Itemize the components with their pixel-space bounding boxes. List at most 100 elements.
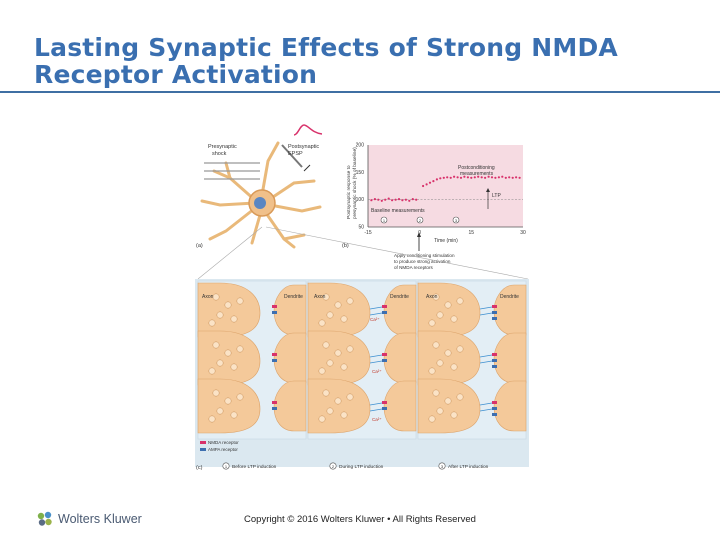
transmitter-flow xyxy=(479,312,493,316)
data-point xyxy=(432,180,435,183)
vesicle xyxy=(208,367,216,375)
vesicle xyxy=(346,297,354,305)
nmda-receptor xyxy=(492,401,497,404)
publisher-logo: Wolters Kluwer xyxy=(36,510,142,528)
data-point xyxy=(477,175,480,178)
vesicle xyxy=(230,315,238,323)
vesicle xyxy=(346,345,354,353)
nmda-receptor xyxy=(382,305,387,308)
transmitter-flow xyxy=(479,408,493,412)
vesicle xyxy=(436,311,444,319)
wolters-kluwer-logo-icon xyxy=(37,511,52,526)
x-tick-label: 15 xyxy=(469,230,475,236)
ampa-receptor-extra xyxy=(492,317,497,320)
vesicle xyxy=(230,363,238,371)
vesicle xyxy=(444,397,452,405)
vesicle xyxy=(436,407,444,415)
vesicle xyxy=(334,301,342,309)
ampa-receptor-extra xyxy=(492,365,497,368)
data-point xyxy=(397,198,401,201)
data-points xyxy=(370,175,521,202)
panel-a-neuron: Presynaptic shock Postsynaptic EPSP (a) xyxy=(196,124,330,249)
marker-3: 3 xyxy=(455,218,458,223)
copyright-notice: Copyright © 2016 Wolters Kluwer • All Ri… xyxy=(244,514,476,525)
vesicle xyxy=(340,315,348,323)
data-point xyxy=(391,199,394,202)
x-tick-label: 30 xyxy=(520,230,526,236)
calcium-ion-label-3: Ca²⁺ xyxy=(372,417,382,422)
data-point xyxy=(504,176,507,179)
ampa-receptor-extra xyxy=(492,413,497,416)
x-axis-label: Time (min) xyxy=(434,238,458,244)
step-1-number: 1 xyxy=(225,464,228,469)
vesicle xyxy=(428,415,436,423)
axon-label: Axon xyxy=(202,294,214,300)
data-point xyxy=(428,181,432,184)
data-point xyxy=(501,175,504,178)
y-tick-label: 150 xyxy=(356,170,365,176)
transmitter-flow xyxy=(369,360,383,364)
vesicle xyxy=(236,393,244,401)
y-tick-label: 200 xyxy=(356,143,365,149)
step-3-label: After LTP induction xyxy=(448,464,489,470)
nmda-receptor xyxy=(272,305,277,308)
nmda-receptor xyxy=(492,305,497,308)
data-point xyxy=(494,176,497,179)
data-point xyxy=(384,198,387,201)
step-3-number: 3 xyxy=(441,464,444,469)
vesicle xyxy=(326,359,334,367)
vesicle xyxy=(216,407,224,415)
y-tick-labels: 200 150 100 50 xyxy=(356,143,365,231)
ltp-figure: Presynaptic shock Postsynaptic EPSP (a) … xyxy=(190,123,532,473)
apply-stimulation-label-2: to produce strong activation xyxy=(394,259,451,264)
vesicle xyxy=(334,349,342,357)
vesicle xyxy=(216,311,224,319)
data-point xyxy=(484,176,487,179)
legend-ampa: AMPA receptor xyxy=(208,447,238,452)
apply-stimulation-label-3: of NMDA receptors xyxy=(394,265,434,270)
vesicle xyxy=(436,359,444,367)
data-point xyxy=(411,198,414,201)
vesicle xyxy=(322,389,330,397)
axon-label-2: Axon xyxy=(314,294,326,300)
vesicle xyxy=(444,301,452,309)
nucleus xyxy=(254,197,266,209)
title-divider xyxy=(0,91,720,93)
data-point xyxy=(497,176,500,179)
panel-b-chart: 200 150 100 50 -15 0 15 30 Postsynaptic … xyxy=(342,143,526,271)
vesicle xyxy=(212,389,220,397)
transmitter-flow xyxy=(479,306,493,310)
step-2-label: During LTP induction xyxy=(339,464,384,470)
step-1-label: Before LTP induction xyxy=(232,464,277,470)
vesicle xyxy=(450,315,458,323)
data-point xyxy=(463,175,466,178)
vesicle xyxy=(432,341,440,349)
transmitter-flow xyxy=(369,354,383,358)
calcium-ion-label: Ca²⁺ xyxy=(372,369,382,374)
data-point xyxy=(453,175,456,178)
vesicle xyxy=(456,297,464,305)
data-point xyxy=(518,176,521,179)
data-point xyxy=(439,177,442,180)
panel-c-synapses xyxy=(195,279,529,467)
vesicle xyxy=(208,415,216,423)
epsp-label: EPSP xyxy=(288,151,303,157)
marker-1: 1 xyxy=(383,218,386,223)
ltp-figure-svg: Presynaptic shock Postsynaptic EPSP (a) … xyxy=(195,124,529,471)
calcium-ion-label-2: Ca²⁺ xyxy=(370,317,380,322)
vesicle xyxy=(236,345,244,353)
data-point xyxy=(515,176,518,179)
y-axis-label-2: presynaptic shock (% of baseline) xyxy=(352,147,358,219)
data-point xyxy=(466,176,469,179)
nmda-receptor xyxy=(492,353,497,356)
x-tick-labels: -15 0 15 30 xyxy=(364,230,526,236)
data-point xyxy=(508,176,511,179)
shock-label: shock xyxy=(212,151,227,157)
ampa-receptor xyxy=(492,359,497,362)
vesicle xyxy=(216,359,224,367)
post-label-2: measurements xyxy=(460,171,494,177)
vesicle xyxy=(428,319,436,327)
dendrite-label-2: Dendrite xyxy=(390,294,409,300)
vesicle xyxy=(432,293,440,301)
data-point xyxy=(446,176,449,179)
